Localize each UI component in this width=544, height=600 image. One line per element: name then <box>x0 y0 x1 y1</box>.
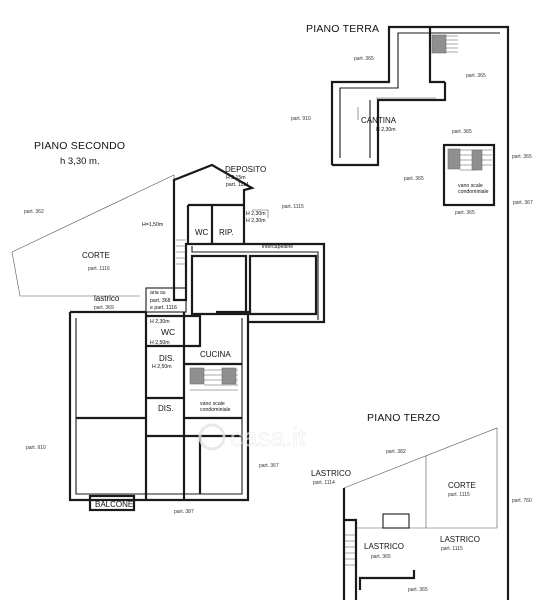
balcone-box <box>88 494 136 512</box>
cantina-label: CANTINA <box>361 116 397 125</box>
pt-part-365-c: part. 365 <box>452 129 472 135</box>
stairs-h150 <box>176 239 186 265</box>
vano-scale-terra <box>442 143 496 207</box>
lastrico-label: lastrico <box>94 294 120 303</box>
h230-a: H 2,30m <box>246 211 266 217</box>
cantina-height: H 2,30m <box>376 127 396 133</box>
wc-rip-walls <box>186 203 246 244</box>
rip-label: RIP. <box>219 228 234 237</box>
aria-box <box>145 287 187 313</box>
terzo-outline <box>343 427 498 529</box>
terzo-lastrico-1: LASTRICO <box>311 469 351 478</box>
part-1115: part. 1115 <box>282 204 304 210</box>
deposito-h: H 2,15m <box>226 175 246 181</box>
watermark-logo-icon <box>198 423 226 451</box>
piano-terra-outer-wall <box>330 25 510 600</box>
pt-part-910: part. 910 <box>291 116 311 122</box>
ps-part-367: part. 367 <box>259 463 279 469</box>
stairs-top <box>431 34 458 54</box>
pt-part-365-f: part. 365 <box>512 154 532 160</box>
cantina-wall <box>332 82 447 167</box>
corte-label: CORTE <box>82 251 110 260</box>
upper-room-left <box>190 254 248 316</box>
wc-top-label: WC <box>195 228 209 237</box>
partition-f <box>146 416 242 438</box>
deposito-part: part. 1114 <box>226 182 249 188</box>
terzo-lastrico-3-part: part. 1115 <box>441 546 463 552</box>
ps-part-910: part. 910 <box>26 445 46 451</box>
terzo-lastrico-1-part: part. 1114 <box>313 480 335 486</box>
stairs-vano-terra <box>447 148 492 171</box>
deposito-label: DEPOSITO <box>225 165 266 174</box>
dis-2-label: DIS. <box>158 404 174 413</box>
dis-1-label: DIS. <box>159 354 175 363</box>
cucina-label: CUCINA <box>200 350 231 359</box>
corridor-wall <box>428 27 445 84</box>
h150-label: H=1,50m <box>142 222 163 228</box>
terzo-corte-part: part. 1115 <box>448 492 470 498</box>
vano-scale-main-2: condominiale <box>200 407 231 413</box>
pt-part-367: part. 367 <box>513 200 533 206</box>
piano-terra-inner-wall <box>339 32 500 158</box>
piano-secondo-title: PIANO SECONDO <box>34 140 125 152</box>
pt-part-365-d: part. 365 <box>404 176 424 182</box>
terzo-lastrico-2-part: part. 365 <box>371 554 391 560</box>
intercapedine-label: intercapedine <box>262 244 293 250</box>
terzo-bottom-wall <box>358 570 416 590</box>
ps-part-387: part. 387 <box>174 509 194 515</box>
main-block-wall <box>68 310 250 502</box>
terzo-part-365: part. 365 <box>408 587 428 593</box>
part-362: part. 362 <box>24 209 44 215</box>
casa-watermark: casa.it <box>198 422 306 452</box>
terzo-lastrico-2: LASTRICO <box>364 542 404 551</box>
h230-b: H 2,30m <box>246 218 266 224</box>
pt-part-365-b: part. 365 <box>354 56 374 62</box>
intercapedine-wall <box>191 246 319 320</box>
vano-scale-terra-1: vano scale <box>458 183 483 189</box>
piano-terzo-title: PIANO TERZO <box>367 412 440 424</box>
terzo-left-wall <box>342 488 358 600</box>
stairs-terzo <box>345 534 355 566</box>
terzo-part-760: part. 760 <box>512 498 532 504</box>
balcone-label: BALCONE <box>95 500 133 509</box>
aria-1: aria su <box>150 290 166 296</box>
wc-mid-h230: H 2,30m <box>150 319 170 325</box>
wc-mid-box <box>146 314 202 348</box>
piano-secondo-plan: PIANO SECONDO h 3,30 m. CORTE part. 1116… <box>11 140 326 515</box>
piano-terzo-plan: PIANO TERZO LASTRICO part. 1114 CORTE pa… <box>311 412 532 600</box>
deposito-wall <box>172 163 255 205</box>
terzo-skylight <box>382 513 410 529</box>
wc-mid-label: WC <box>161 327 175 337</box>
pt-part-365-a: part. 365 <box>466 73 486 79</box>
piano-terra-title: PIANO TERRA <box>306 23 379 35</box>
upper-room-right <box>248 254 318 316</box>
vano-scale-main-1: vano scale <box>200 401 225 407</box>
wc-mid-h250: H 2,50m <box>150 340 170 346</box>
aria-3: e part. 1116 <box>150 305 177 311</box>
part-369: part. 369 <box>94 305 114 311</box>
corte-part: part. 1116 <box>88 266 110 272</box>
vano-scale-terra-2: condominiale <box>458 189 489 195</box>
piano-secondo-height: h 3,30 m. <box>60 156 100 167</box>
piano-terra-plan: PIANO TERRA CANTINA H 2,30m part. 365 pa… <box>291 23 533 600</box>
dis-1-h: H 2,50m <box>152 364 172 370</box>
h230-leader <box>252 209 269 218</box>
terzo-corte: CORTE <box>448 481 476 490</box>
terzo-part-382: part. 382 <box>386 449 406 455</box>
pt-part-365-e: part. 365 <box>455 210 475 216</box>
stairs-vano-main <box>189 367 238 391</box>
corte-outline <box>11 174 175 297</box>
aria-2: part. 368 <box>150 298 171 304</box>
terzo-lastrico-3: LASTRICO <box>440 535 480 544</box>
main-inner-wall <box>75 318 243 495</box>
watermark-text: casa.it <box>230 422 306 452</box>
upper-wing-wall <box>172 205 326 324</box>
